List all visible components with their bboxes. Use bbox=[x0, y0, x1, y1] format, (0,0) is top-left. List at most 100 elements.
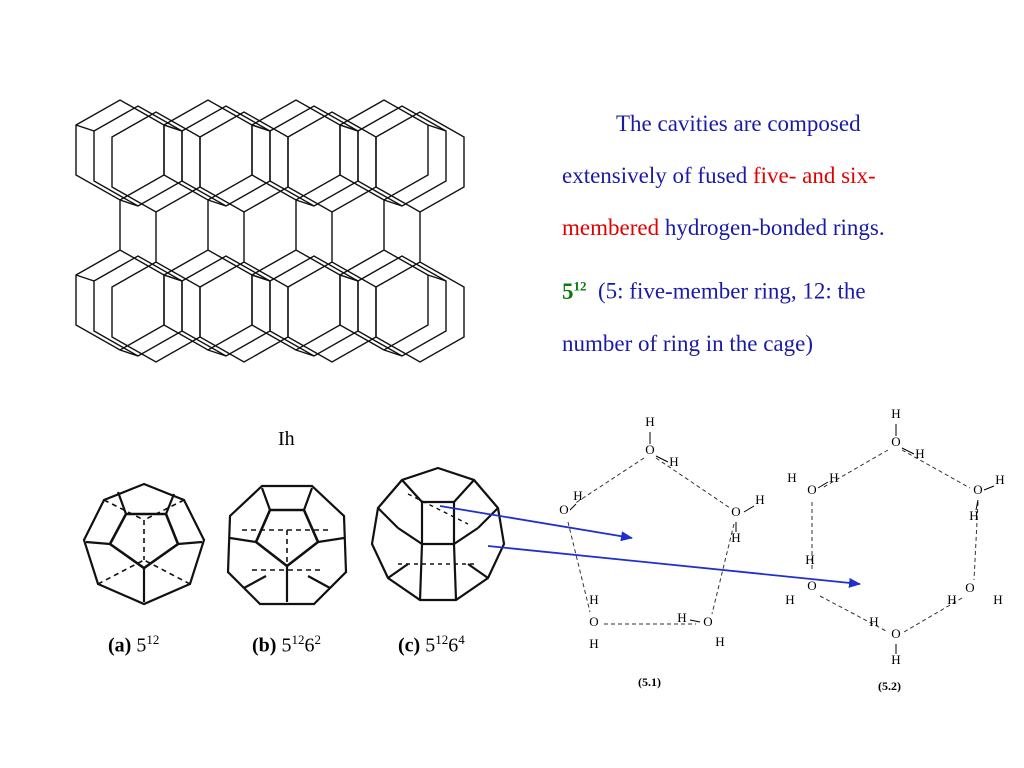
cage-c-label: (c) 51264 bbox=[398, 632, 465, 658]
lattice-bond bbox=[207, 199, 227, 207]
hydrogen-atom: H bbox=[677, 610, 686, 625]
hydrogen-bond bbox=[711, 523, 735, 615]
hydrogen-atom: H bbox=[787, 470, 796, 485]
notation-sup: 12 bbox=[573, 278, 587, 293]
notation-symbol: 512 bbox=[562, 278, 587, 304]
cage-c-sup1: 12 bbox=[435, 632, 449, 647]
cage-a-label: (a) 512 bbox=[108, 632, 159, 658]
hydrogen-atom: H bbox=[993, 592, 1002, 607]
covalent-bond bbox=[975, 499, 979, 511]
cage-b-label: (b) 51262 bbox=[252, 632, 321, 658]
lattice-bond bbox=[383, 349, 403, 357]
cage-c-hexakaidecahedron bbox=[370, 466, 506, 602]
cage-b-tetrakaidecahedron bbox=[226, 484, 348, 606]
cage-b-sup2: 2 bbox=[314, 632, 321, 647]
oxygen-atom: O bbox=[731, 504, 740, 519]
notation-base: 5 bbox=[562, 278, 574, 304]
hydrogen-atom: H bbox=[969, 508, 978, 523]
lattice-hexagon bbox=[339, 99, 429, 201]
hydrogen-atom: H bbox=[589, 592, 598, 607]
oxygen-atom: O bbox=[807, 482, 816, 497]
cage-b-mid: 6 bbox=[304, 634, 315, 657]
hydrogen-bond bbox=[655, 457, 731, 509]
lattice-label: Ih bbox=[278, 428, 295, 450]
cage-c-letter: (c) bbox=[398, 634, 421, 657]
hydrogen-atom: H bbox=[915, 446, 924, 461]
oxygen-atom: O bbox=[891, 434, 900, 449]
cage-c-mid: 6 bbox=[448, 634, 459, 657]
text-line-3-highlight: membered bbox=[562, 215, 660, 240]
lattice-bond bbox=[251, 274, 271, 282]
text-line-3-plain: hydrogen-bonded rings. bbox=[659, 215, 885, 240]
hydrogen-atom: H bbox=[755, 492, 764, 507]
lattice-hexagon bbox=[375, 111, 465, 213]
hydrogen-atom: H bbox=[645, 414, 654, 429]
oxygen-atom: O bbox=[703, 614, 712, 629]
lattice-bond bbox=[75, 274, 95, 282]
hydrogen-bond bbox=[973, 501, 979, 581]
six-ring-caption: (5.2) bbox=[878, 679, 901, 693]
lattice-bond bbox=[163, 124, 183, 132]
covalent-bond bbox=[817, 481, 829, 489]
lattice-bond bbox=[339, 124, 359, 132]
oxygen-atom: O bbox=[965, 580, 974, 595]
lattice-bond bbox=[207, 349, 227, 357]
lattice-hexagon bbox=[269, 255, 359, 357]
hydrogen-bond bbox=[903, 597, 963, 633]
lattice-bond bbox=[427, 124, 447, 132]
oxygen-atom: O bbox=[559, 502, 568, 517]
hydrogen-atom: H bbox=[947, 592, 956, 607]
oxygen-atom: O bbox=[589, 614, 598, 629]
cage-a-dodecahedron bbox=[82, 482, 206, 606]
hydrogen-bond bbox=[821, 449, 889, 489]
lattice-hexagon bbox=[93, 255, 183, 357]
covalent-bond bbox=[983, 485, 995, 491]
ice-ih-lattice-diagram bbox=[75, 99, 465, 363]
notation-line-2: number of ring in the cage) bbox=[562, 330, 813, 356]
text-line-2: extensively of fused five- and six- bbox=[562, 150, 972, 202]
lattice-bond bbox=[295, 199, 315, 207]
hydrogen-atom: H bbox=[891, 652, 900, 667]
lattice-hexagon bbox=[357, 255, 447, 357]
lattice-bond bbox=[251, 124, 271, 132]
hydrogen-bond bbox=[567, 521, 591, 613]
text-line-2-plain: extensively of fused bbox=[562, 163, 753, 188]
covalent-bond bbox=[743, 505, 755, 513]
covalent-bond bbox=[901, 447, 915, 455]
oxygen-atom: O bbox=[807, 578, 816, 593]
cage-b-sup1: 12 bbox=[291, 632, 305, 647]
oxygen-atom: O bbox=[973, 482, 982, 497]
hydrogen-atom: H bbox=[891, 406, 900, 421]
covalent-bond bbox=[569, 503, 577, 511]
hydrogen-atom: H bbox=[829, 470, 838, 485]
lattice-bond bbox=[427, 274, 447, 282]
covalent-bond bbox=[689, 619, 701, 623]
lattice-bond bbox=[163, 274, 183, 282]
covalent-bond bbox=[655, 455, 669, 463]
hydrogen-atom: H bbox=[669, 454, 678, 469]
lattice-bond bbox=[75, 124, 95, 132]
hydrogen-bond bbox=[573, 457, 645, 505]
lattice-bond bbox=[383, 199, 403, 207]
description-text: The cavities are composed extensively of… bbox=[562, 98, 972, 370]
lattice-hexagon bbox=[93, 105, 183, 207]
oxygen-atom: O bbox=[645, 442, 654, 457]
lattice-bond bbox=[295, 349, 315, 357]
notation-description: (5: five-member ring, 12: the bbox=[586, 278, 866, 304]
cage-b-letter: (b) bbox=[252, 634, 277, 657]
hydrogen-bond bbox=[901, 449, 971, 489]
hydrogen-atom: H bbox=[805, 552, 814, 567]
hydrogen-atom: H bbox=[869, 614, 878, 629]
lattice-bond bbox=[339, 274, 359, 282]
lattice-bond bbox=[119, 349, 139, 357]
cage-b-base: 5 bbox=[281, 634, 292, 657]
text-line-2-highlight: five- and six- bbox=[752, 163, 876, 188]
hydrogen-atom: H bbox=[995, 472, 1004, 487]
hydrogen-atom: H bbox=[573, 488, 582, 503]
oxygen-atom: O bbox=[891, 626, 900, 641]
hydrogen-atom: H bbox=[589, 636, 598, 651]
hydrogen-atom: H bbox=[715, 634, 724, 649]
lattice-bond bbox=[119, 199, 139, 207]
